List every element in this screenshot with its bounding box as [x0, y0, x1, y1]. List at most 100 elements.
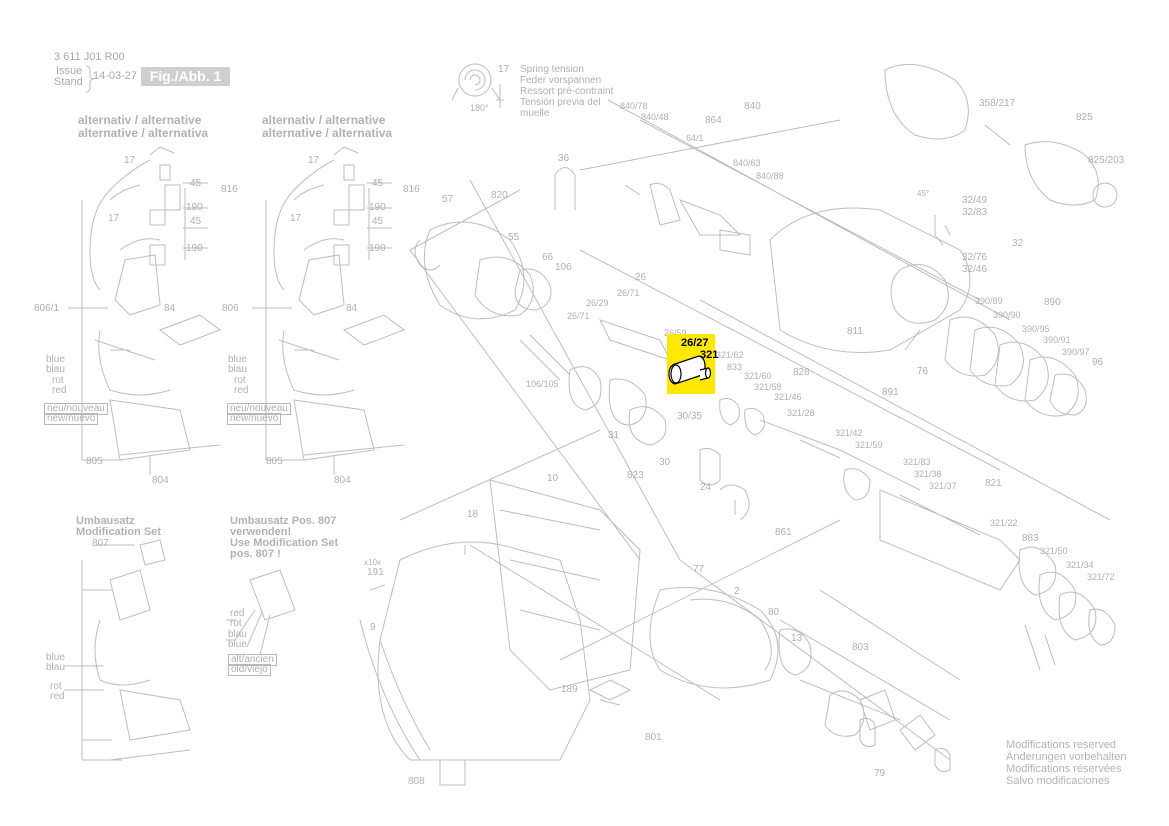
part-label: 840/63: [733, 158, 761, 168]
doc-number: 3 611 J01 R00: [54, 51, 125, 63]
part-label: 840/78: [620, 101, 648, 111]
mod-note-4: pos. 807 !: [230, 548, 281, 560]
part-label: 825: [1076, 112, 1093, 123]
alt-a-label: 804: [152, 475, 169, 486]
part-label: 26/29: [586, 298, 609, 308]
mod-note-3: Use Modification Set: [230, 537, 339, 549]
alt-b-wire-blau: blau: [228, 364, 247, 375]
part-label: 31: [608, 430, 620, 441]
part-label: 321/59: [855, 440, 883, 450]
part-label: 321/50: [1040, 546, 1068, 556]
alt-a-wire-blau: blau: [46, 364, 65, 375]
alt-a-wire-red: red: [52, 385, 67, 396]
part-label: 55: [508, 232, 520, 243]
alt-b-title-2: alternative / alternativa: [262, 126, 393, 140]
part-label: 833: [727, 362, 743, 372]
mod-left-wire: blue: [46, 652, 65, 663]
mod-note-2: verwenden!: [230, 526, 292, 538]
part-label: 80: [768, 607, 780, 618]
part-label: 26/71: [567, 311, 590, 321]
part-label: 30: [659, 457, 671, 468]
part-label: 64/1: [686, 133, 704, 143]
part-label: 321/28: [787, 408, 815, 418]
part-label: 823: [627, 470, 644, 481]
part-label: 390/95: [1022, 324, 1050, 334]
mod-old-label-2: old/viejo: [228, 664, 271, 676]
part-label: 820: [491, 190, 508, 201]
highlight-label: 26/27: [681, 337, 709, 349]
part-label: 390/91: [1043, 335, 1071, 345]
alt-b-new-label-2: new/nuevo: [227, 413, 282, 425]
alt-a-label: 190: [186, 202, 203, 213]
alt-a-wire-blue: blue: [46, 354, 65, 365]
alt-a-new-label-2: new/nuevo: [44, 413, 99, 425]
part-label: 30/35: [677, 411, 703, 422]
part-label: 32/49: [962, 195, 988, 206]
part-label: 36: [558, 153, 570, 164]
spring-part-number: 17: [498, 64, 510, 75]
mod-set-title-2: Modification Set: [76, 526, 161, 538]
alt-b-wire-rot: rot: [234, 375, 246, 386]
part-label: 2: [734, 586, 740, 597]
spring-angle: 180°: [470, 103, 489, 113]
alt-a-label: 805: [86, 456, 103, 467]
alt-b-label: 17: [308, 155, 320, 166]
alt-b-label: 805: [266, 456, 283, 467]
part-label: 821: [985, 478, 1002, 489]
spring-note-fr: Ressort pré-contraint: [520, 86, 614, 97]
mod-wire-color: red: [230, 608, 245, 619]
mod-set-part: 807: [92, 538, 109, 549]
part-label: 861: [775, 527, 792, 538]
part-label: 321/46: [774, 392, 802, 402]
mod-left-wire: blau: [46, 662, 65, 673]
part-label: 803: [852, 642, 869, 653]
part-label: 825/203: [1088, 155, 1125, 166]
alt-b-label: 190: [369, 202, 386, 213]
part-label: 57: [442, 194, 454, 205]
part-label: 10: [547, 473, 559, 484]
part-label: 321/22: [990, 518, 1018, 528]
part-label: 828: [793, 367, 810, 378]
part-label: 96: [1092, 357, 1104, 368]
mod-wire-color: blau: [228, 629, 247, 640]
part-label: 191: [367, 567, 384, 578]
alt-a-wire-rot: rot: [52, 375, 64, 386]
alt-b-label: 816: [403, 184, 420, 195]
mod-old-label-1: alt/ancien: [228, 654, 277, 666]
footer-note-es: Salvo modificaciones: [1006, 775, 1110, 787]
mod-wire-color: blue: [228, 639, 247, 650]
part-label: 390/97: [1062, 347, 1090, 357]
mod-set-title-1: Umbausatz: [76, 515, 135, 527]
alt-a-label: 84: [164, 303, 176, 314]
part-label: 32/46: [962, 264, 988, 275]
alt-a-label: 816: [221, 184, 238, 195]
part-label: 321/37: [929, 481, 957, 491]
alt-b-label: 45: [372, 216, 384, 227]
alt-b-label: 190: [369, 243, 386, 254]
part-label: 189: [561, 684, 578, 695]
mod-wire-color: rot: [230, 618, 242, 629]
part-label: 26/59: [664, 328, 687, 338]
mod-left-wire: red: [50, 691, 65, 702]
alt-b-label: 17: [290, 213, 302, 224]
mod-note-1: Umbausatz Pos. 807: [230, 515, 337, 527]
part-label: 32/76: [962, 252, 988, 263]
part-label: 106/105: [526, 379, 559, 389]
part-label: 883: [1022, 533, 1039, 544]
part-label: 321/38: [914, 469, 942, 479]
alt-b-wire-red: red: [234, 385, 249, 396]
alt-b-label: 804: [334, 475, 351, 486]
figure-label: Fig./Abb. 1: [141, 67, 230, 86]
alt-b-wire-blue: blue: [228, 354, 247, 365]
alt-a-label: 806/1: [34, 303, 60, 314]
part-label: 321/60: [744, 371, 772, 381]
spring-note-es-1: Tensión previa del: [520, 97, 601, 108]
highlight-label: 321: [700, 349, 719, 361]
part-label: 77: [693, 564, 705, 575]
alt-a-new-label-1: neu/nouveau: [44, 403, 108, 415]
part-label: 321/42: [835, 428, 863, 438]
alt-b-new-label-1: neu/nouveau: [227, 403, 291, 415]
part-label: 32/83: [962, 207, 988, 218]
part-label: 32: [1012, 238, 1024, 249]
part-label: 840: [744, 101, 761, 112]
